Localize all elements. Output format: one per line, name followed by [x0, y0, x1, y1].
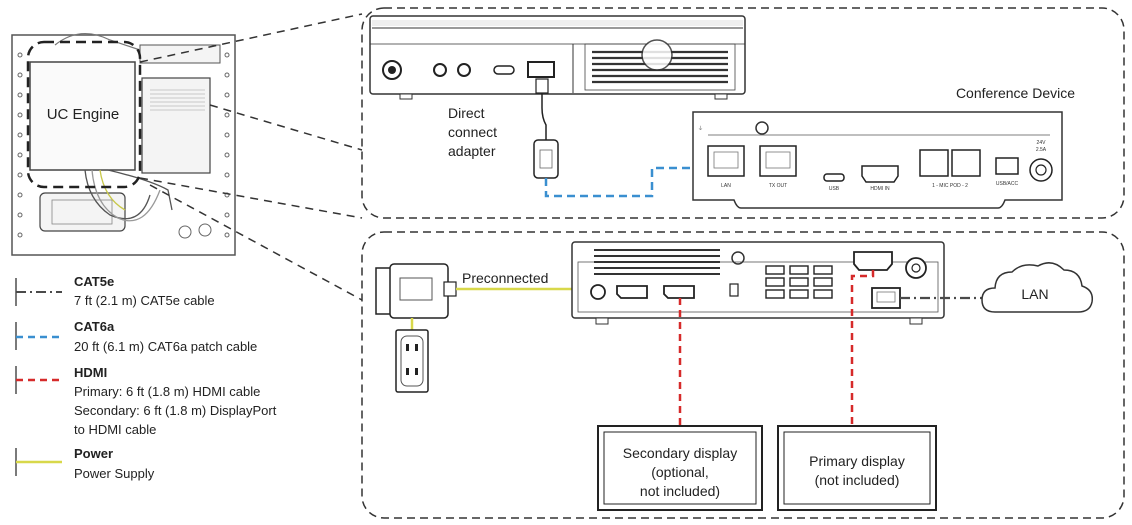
conf-hdmi-label: HDMI IN — [870, 186, 890, 192]
uc-engine-rear — [571, 241, 945, 325]
conf-micpod-label: 1 - MIC POD - 2 — [932, 183, 968, 189]
audio-jack-1 — [433, 63, 447, 77]
conference-device-label: Conference Device — [956, 85, 1075, 101]
conf-lan-label: LAN — [721, 183, 731, 189]
conf-txout-label: TX OUT — [769, 183, 787, 189]
legend-hdmi-desc-1: Primary: 6 ft (1.8 m) HDMI cable — [74, 384, 260, 399]
detail-panel-bottom — [361, 231, 1125, 519]
legend-power-title: Power — [74, 446, 113, 461]
uc-engine-highlight — [26, 40, 142, 189]
audio-jack-2 — [457, 63, 471, 77]
rear-displayport-2 — [663, 285, 695, 299]
direct-connect-label-2: connect — [448, 124, 497, 140]
mounting-holes — [17, 52, 230, 239]
rear-power-in — [590, 284, 606, 300]
conf-lan-port — [707, 145, 745, 177]
direct-connect-label-3: adapter — [448, 143, 496, 159]
primary-display-line1: Primary display — [809, 453, 905, 469]
legend-hdmi-desc-3: to HDMI cable — [74, 422, 156, 437]
uc-engine-unit — [29, 61, 136, 171]
direct-connect-label-1: Direct — [448, 105, 485, 121]
rear-displayport-1 — [616, 285, 648, 299]
conf-txout-port — [759, 145, 797, 177]
legend-cat5e-title: CAT5e — [74, 274, 114, 289]
conf-power-label-1: 24V — [1037, 140, 1047, 146]
uc-engine-front — [369, 15, 746, 100]
power-brick — [39, 192, 126, 232]
detail-panel-top — [361, 7, 1125, 219]
secondary-display-line2: (optional, — [651, 464, 709, 480]
power-supply — [375, 263, 457, 319]
conference-device: ⏚ LAN TX OUT USB HDMI IN 1 - MIC POD - 2… — [692, 111, 1063, 209]
zoom-lines — [139, 13, 363, 301]
hdmi-cable-primary — [850, 270, 875, 426]
conf-usb-port — [823, 173, 845, 182]
rear-usb-ports — [765, 265, 833, 299]
uc-engine-label: UC Engine — [47, 106, 120, 123]
mounting-plate-overview: UC Engine — [11, 33, 236, 256]
conf-micpod-2-port — [951, 149, 981, 177]
conf-usb-label: USB — [829, 186, 840, 192]
secondary-display-line3: not included) — [640, 483, 720, 499]
legend-cat5e-desc: 7 ft (2.1 m) CAT5e cable — [74, 293, 215, 308]
conf-hdmi-port — [861, 165, 899, 183]
conference-device-mini — [141, 77, 211, 174]
legend-item-hdmi: HDMI Primary: 6 ft (1.8 m) HDMI cable Se… — [15, 365, 277, 437]
cat6a-cable — [544, 166, 708, 198]
legend-item-cat6a: CAT6a 20 ft (6.1 m) CAT6a patch cable — [15, 319, 257, 354]
secondary-display — [597, 425, 763, 511]
ground-screw — [755, 121, 769, 135]
svg-text:⏚: ⏚ — [698, 125, 703, 132]
rear-hdmi-port — [853, 251, 893, 271]
legend-hdmi-desc-2: Secondary: 6 ft (1.8 m) DisplayPort — [74, 403, 277, 418]
legend-cat6a-title: CAT6a — [74, 319, 115, 334]
power-button — [382, 60, 402, 80]
front-vent — [584, 39, 736, 91]
legend-item-power: Power Power Supply — [15, 446, 155, 481]
preconnected-label: Preconnected — [462, 270, 548, 286]
secondary-display-line1: Secondary display — [623, 445, 737, 461]
cable-legend: CAT5e 7 ft (2.1 m) CAT5e cable CAT6a 20 … — [15, 274, 277, 481]
conf-power-port — [1029, 158, 1053, 182]
wall-outlet — [395, 329, 429, 393]
usb-c-port — [493, 65, 515, 75]
lan-cloud — [981, 262, 1094, 313]
legend-hdmi-title: HDMI — [74, 365, 107, 380]
lan-cloud-label: LAN — [1021, 286, 1048, 302]
conf-usbacc-port — [995, 157, 1019, 175]
primary-display — [777, 425, 937, 511]
conf-micpod-1-port — [919, 149, 949, 177]
legend-item-cat5e: CAT5e 7 ft (2.1 m) CAT5e cable — [15, 274, 215, 308]
vent-grille — [150, 89, 205, 111]
conf-power-label-2: 2.5A — [1036, 147, 1047, 153]
usb-a-port — [527, 61, 555, 78]
rear-lan-port — [871, 287, 901, 309]
conf-usbacc-label: USB/ACC — [996, 181, 1019, 187]
direct-connect-adapter — [533, 78, 559, 179]
primary-display-line2: (not included) — [815, 472, 900, 488]
rear-vent — [594, 249, 720, 275]
top-bracket — [139, 44, 221, 64]
legend-power-desc: Power Supply — [74, 466, 155, 481]
legend-cat6a-desc: 20 ft (6.1 m) CAT6a patch cable — [74, 339, 257, 354]
